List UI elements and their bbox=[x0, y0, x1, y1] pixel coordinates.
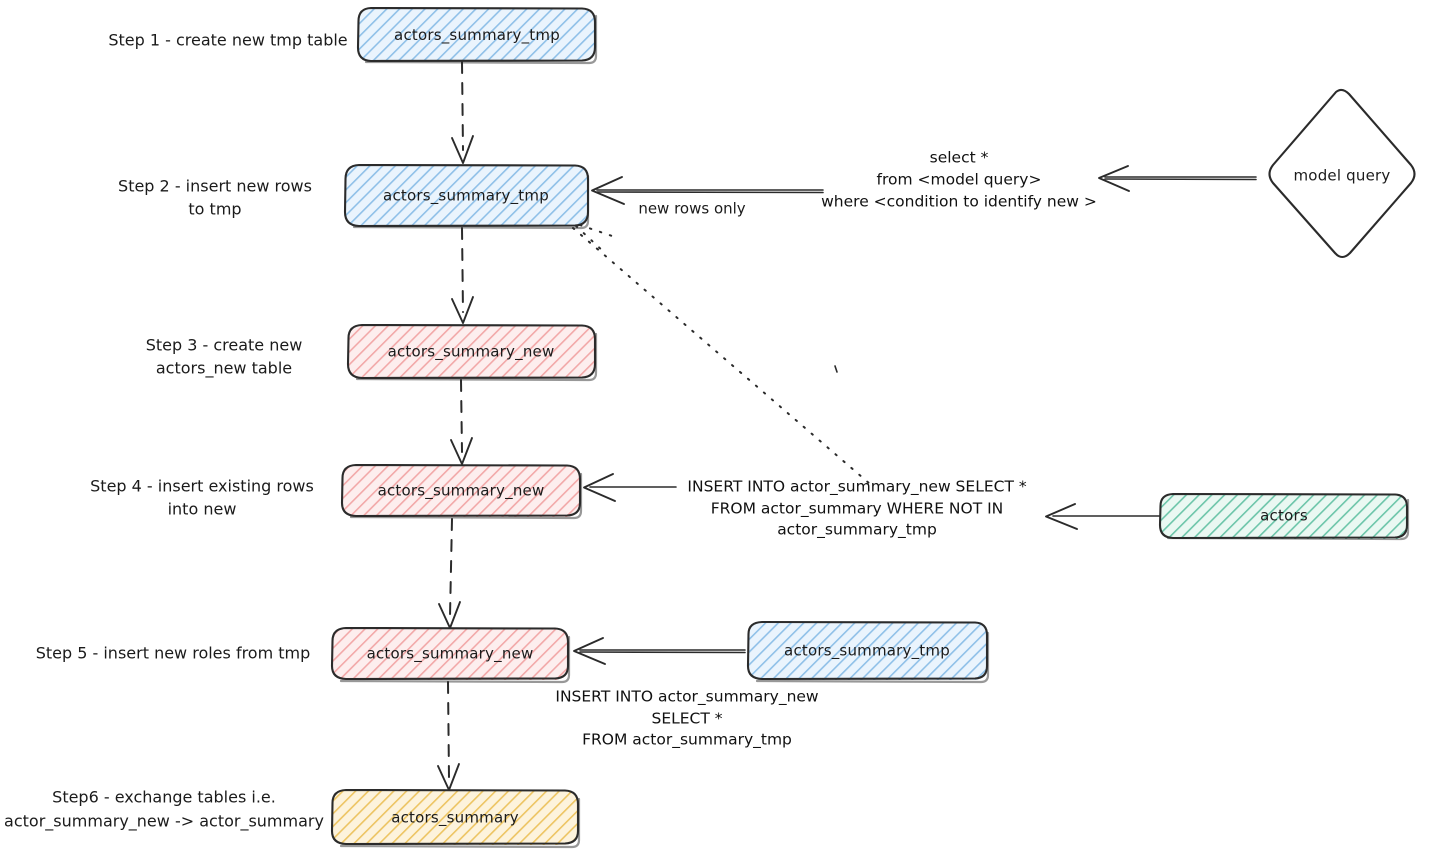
node-tmp5[interactable]: actors_summary_tmp bbox=[746, 620, 990, 684]
arrow-new4-to-new5 bbox=[438, 518, 461, 629]
step-5-label: Step 5 - insert new roles from tmp bbox=[36, 644, 311, 663]
arrow-modelquery-to-sql bbox=[1098, 165, 1257, 192]
edge-label-new-rows-only: new rows only bbox=[638, 200, 745, 218]
step5-sql-line3: FROM actor_summary_tmp bbox=[582, 731, 792, 750]
node-new5[interactable]: actors_summary_new bbox=[330, 626, 571, 684]
step4-sql-text: INSERT INTO actor_summary_new SELECT * F… bbox=[687, 478, 1026, 540]
model-query-sql-text: select * from <model query> where <condi… bbox=[821, 149, 1097, 211]
step-6-label-line1: Step6 - exchange tables i.e. bbox=[52, 788, 276, 807]
node-model-query[interactable]: model query bbox=[1268, 88, 1416, 259]
node-tmp2-label: actors_summary_tmp bbox=[383, 187, 549, 206]
arrow-modelquery-sql-to-tmp2: new rows only bbox=[591, 176, 824, 218]
node-tmp2[interactable]: actors_summary_tmp bbox=[343, 163, 590, 230]
arrow-tmp2-to-new3 bbox=[451, 227, 474, 324]
step-2-label-line2: to tmp bbox=[188, 200, 241, 219]
node-new5-label: actors_summary_new bbox=[367, 645, 534, 664]
step-6-label-line2: actor_summary_new -> actor_summary bbox=[4, 812, 324, 832]
node-new4[interactable]: actors_summary_new bbox=[340, 463, 583, 520]
step4-sql-line2: FROM actor_summary WHERE NOT IN bbox=[711, 500, 1004, 519]
arrow-step4-sql-to-new4 bbox=[583, 473, 677, 502]
arrow-tmp5-to-new5 bbox=[573, 637, 746, 665]
step-2-label-line1: Step 2 - insert new rows bbox=[118, 177, 312, 196]
node-tmp1-label: actors_summary_tmp bbox=[394, 26, 560, 45]
step-5-group: Step 5 - insert new roles from tmp actor… bbox=[36, 626, 571, 684]
node-tmp5-label: actors_summary_tmp bbox=[784, 642, 950, 661]
step-3-label-line2: actors_new table bbox=[156, 359, 292, 379]
step-1-group: Step 1 - create new tmp table actors_sum… bbox=[108, 6, 598, 65]
node-actors-label: actors bbox=[1260, 507, 1308, 525]
step5-sql-line2: SELECT * bbox=[651, 710, 722, 728]
node-model-query-label: model query bbox=[1294, 167, 1391, 185]
node-tmp1[interactable]: actors_summary_tmp bbox=[356, 6, 598, 65]
step5-sql-text: INSERT INTO actor_summary_new SELECT * F… bbox=[555, 688, 819, 750]
step-3-group: Step 3 - create new actors_new table act… bbox=[146, 323, 598, 382]
step-4-group: Step 4 - insert existing rows into new a… bbox=[90, 463, 583, 520]
sql-line-select: select * bbox=[930, 149, 989, 167]
stray-mark bbox=[834, 365, 838, 373]
node-new3[interactable]: actors_summary_new bbox=[346, 323, 598, 382]
step4-sql-line3: actor_summary_tmp bbox=[777, 521, 937, 540]
step-4-label-line2: into new bbox=[168, 500, 237, 519]
arrow-tmp1-to-tmp2 bbox=[451, 61, 474, 164]
step4-sql-line1: INSERT INTO actor_summary_new SELECT * bbox=[687, 478, 1026, 497]
node-final[interactable]: actors_summary bbox=[330, 788, 581, 849]
step-4-label-line1: Step 4 - insert existing rows bbox=[90, 477, 314, 496]
arrow-new3-to-new4 bbox=[450, 379, 473, 465]
node-final-label: actors_summary bbox=[391, 809, 519, 828]
sql-line-from: from <model query> bbox=[877, 171, 1042, 189]
step-2-group: Step 2 - insert new rows to tmp actors_s… bbox=[118, 163, 590, 230]
step5-sql-line1: INSERT INTO actor_summary_new bbox=[555, 688, 819, 707]
node-actors[interactable]: actors bbox=[1158, 492, 1410, 541]
step-1-label: Step 1 - create new tmp table bbox=[108, 31, 347, 50]
sql-line-where: where <condition to identify new > bbox=[821, 193, 1097, 211]
arrow-new5-to-final bbox=[437, 681, 460, 791]
arrow-actors-to-step4-sql bbox=[1045, 503, 1161, 530]
step-3-label-line1: Step 3 - create new bbox=[146, 336, 303, 355]
node-new4-label: actors_summary_new bbox=[378, 482, 545, 501]
dotted-connector-tmp2-to-step4 bbox=[572, 224, 871, 485]
node-new3-label: actors_summary_new bbox=[388, 343, 555, 362]
step-6-group: Step6 - exchange tables i.e. actor_summa… bbox=[4, 788, 581, 849]
